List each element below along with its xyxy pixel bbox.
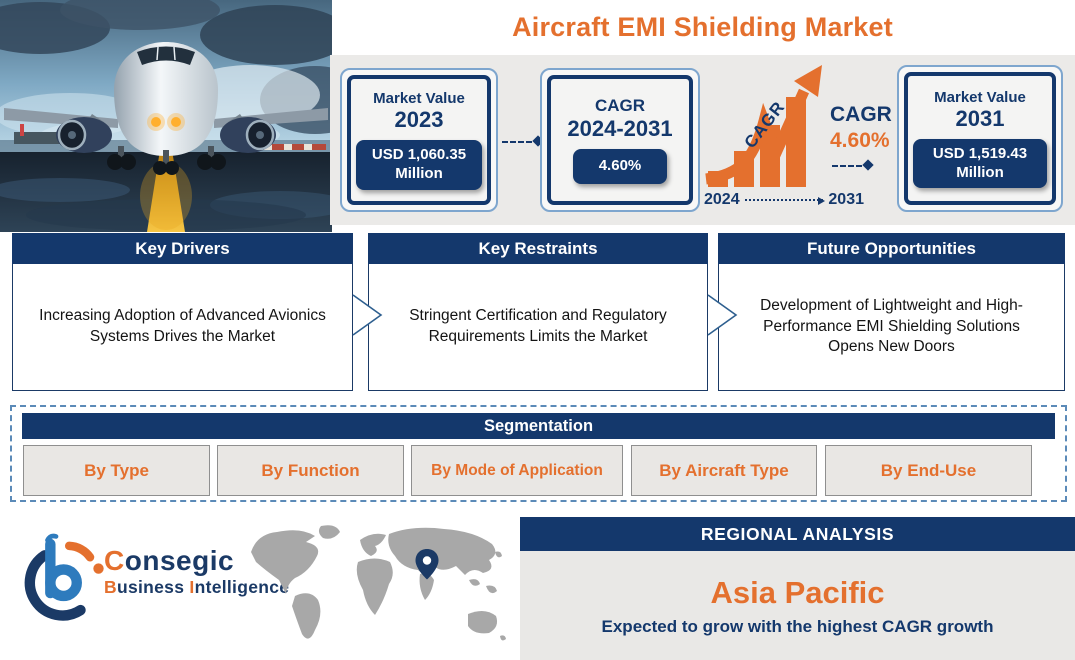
region-name: Asia Pacific [710, 574, 885, 610]
segmentation-section: Segmentation By Type By Function By Mode… [10, 405, 1067, 502]
years-axis: 2024 2031 [704, 191, 864, 209]
stat-label: Market Value [934, 88, 1026, 106]
chevron-right-icon [707, 294, 738, 336]
segment-button-by-end-use[interactable]: By End-Use [825, 445, 1032, 496]
regional-analysis-body: Asia Pacific Expected to grow with the h… [520, 551, 1075, 660]
brand-logo: Consegic Business Intelligence [22, 528, 289, 632]
segmentation-header: Segmentation [22, 413, 1055, 439]
stat-value-pill: USD 1,519.43 Million [913, 138, 1047, 189]
dashed-connector-icon [502, 141, 532, 143]
panel-body-text: Increasing Adoption of Advanced Avionics… [12, 264, 353, 391]
brand-mark-icon [24, 533, 104, 621]
segment-button-by-aircraft-type[interactable]: By Aircraft Type [631, 445, 817, 496]
panel-key-restraints: Key Restraints Stringent Certification a… [368, 233, 708, 391]
chevron-right-icon [352, 294, 383, 336]
panel-header: Key Restraints [368, 233, 708, 264]
year-start: 2024 [704, 191, 740, 208]
stat-box-market-value-2031: Market Value 2031 USD 1,519.43 Million [897, 65, 1063, 212]
brand-name: Consegic [104, 545, 235, 576]
segment-button-by-function[interactable]: By Function [217, 445, 404, 496]
panel-future-opportunities: Future Opportunities Development of Ligh… [718, 233, 1065, 391]
dashed-connector-icon [832, 165, 862, 167]
stats-strip: Market Value 2023 USD 1,060.35 Million C… [330, 55, 1075, 225]
growth-chart-graphic-icon [705, 65, 822, 187]
world-map [251, 525, 506, 641]
stat-value-pill: USD 1,060.35 Million [356, 140, 482, 190]
growth-chart: CAGR CAGR 4.60% 2024 2031 [702, 63, 897, 225]
panel-key-drivers: Key Drivers Increasing Adoption of Advan… [12, 233, 353, 391]
cagr-value: 4.60% [830, 129, 890, 152]
regional-analysis-header: REGIONAL ANALYSIS [520, 517, 1075, 551]
stat-period: 2024-2031 [567, 116, 673, 142]
panel-body-text: Stringent Certification and Regulatory R… [368, 264, 708, 391]
page-title: Aircraft EMI Shielding Market [512, 12, 893, 42]
stat-year: 2023 [394, 107, 444, 133]
panel-header: Key Drivers [12, 233, 353, 264]
stat-label: Market Value [373, 90, 465, 108]
brand-tagline: Business Intelligence [104, 576, 290, 597]
stat-label: CAGR [594, 96, 646, 116]
region-subtitle: Expected to grow with the highest CAGR g… [601, 616, 994, 636]
stat-box-market-value-2023: Market Value 2023 USD 1,060.35 Million [340, 68, 498, 212]
panel-body-text: Development of Lightweight and High-Perf… [718, 264, 1065, 391]
segment-button-by-type[interactable]: By Type [23, 445, 210, 496]
stat-year: 2031 [955, 105, 1005, 131]
year-arrow-icon [744, 197, 826, 205]
panel-header: Future Opportunities [718, 233, 1065, 264]
year-end: 2031 [828, 191, 864, 208]
stat-box-cagr: CAGR 2024-2031 4.60% [540, 68, 700, 212]
airplane-photo [0, 0, 332, 232]
cagr-heading: CAGR [830, 103, 892, 126]
segment-button-by-mode-of-application[interactable]: By Mode of Application [411, 445, 623, 496]
stat-value-pill: 4.60% [572, 149, 668, 184]
